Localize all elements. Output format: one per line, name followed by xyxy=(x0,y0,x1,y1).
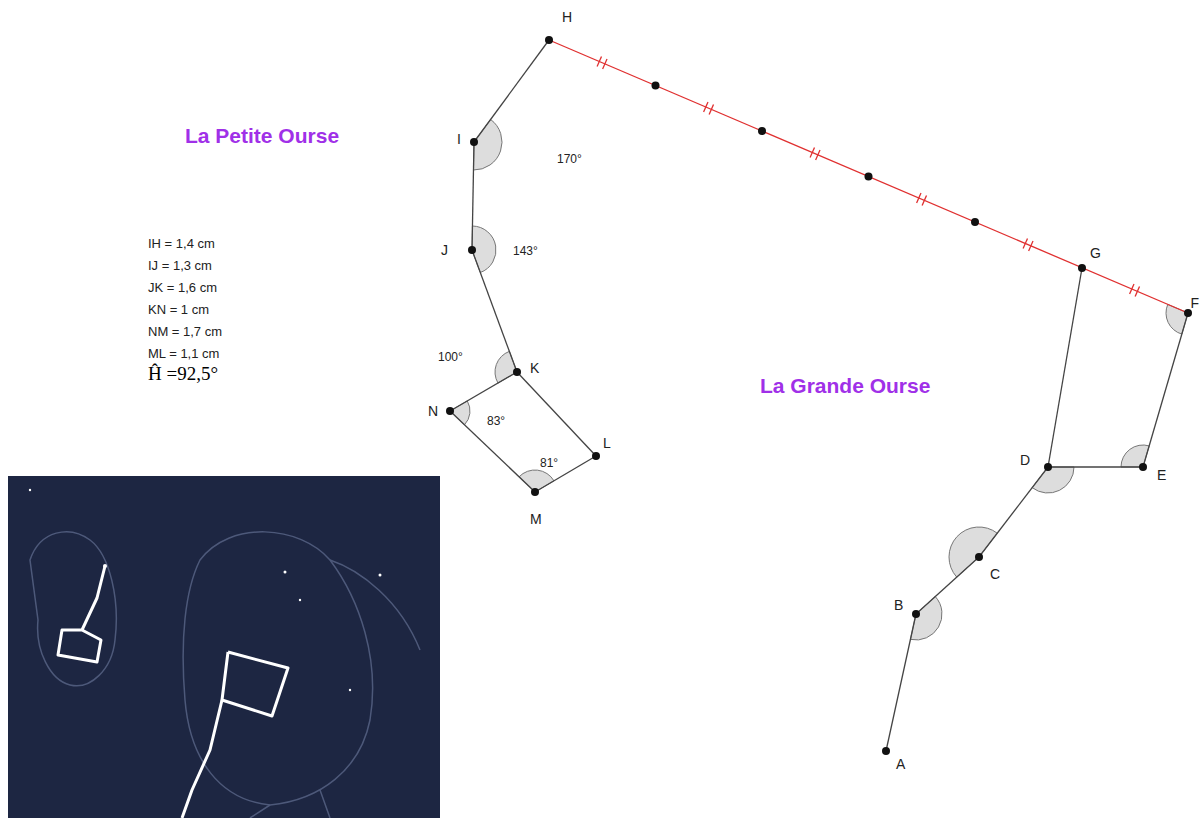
equal-tick xyxy=(922,195,926,205)
equal-tick xyxy=(917,193,921,203)
length-value: ML = 1,1 cm xyxy=(148,347,219,361)
length-value: NM = 1,7 cm xyxy=(148,325,222,339)
division-dot xyxy=(971,218,979,226)
equal-tick xyxy=(709,104,713,114)
star-segment xyxy=(472,250,517,372)
star-dot xyxy=(912,610,920,618)
star-dot xyxy=(975,553,983,561)
star-dot xyxy=(545,36,553,44)
star-letter: A xyxy=(896,757,905,772)
star-letter: D xyxy=(1020,453,1030,468)
equal-tick xyxy=(1023,239,1027,249)
star-segment xyxy=(979,467,1048,557)
equal-tick xyxy=(597,57,601,67)
star-segment xyxy=(450,411,535,492)
pointer-line xyxy=(549,40,1188,313)
angle-value: 143° xyxy=(513,245,538,258)
equal-tick xyxy=(816,150,820,160)
length-value: IJ = 1,3 cm xyxy=(148,259,212,273)
constellation-title: La Petite Ourse xyxy=(185,124,339,147)
equal-tick xyxy=(1029,241,1033,251)
star-letter: H xyxy=(562,10,572,25)
star-segment xyxy=(535,456,596,492)
star-dot xyxy=(513,368,521,376)
angle-mark xyxy=(473,119,502,170)
division-dot xyxy=(865,173,873,181)
star-dot xyxy=(468,246,476,254)
angle-value: 170° xyxy=(557,153,582,166)
star-segment xyxy=(517,372,596,456)
star-segment xyxy=(1048,268,1082,467)
star-dot xyxy=(1139,463,1147,471)
star-letter: M xyxy=(530,512,542,527)
division-dot xyxy=(758,127,766,135)
star-segment xyxy=(474,40,549,142)
equal-tick xyxy=(810,148,814,158)
star-letter: K xyxy=(530,361,539,376)
angle-value: Ĥ =92,5° xyxy=(148,364,218,385)
division-dot xyxy=(652,82,660,90)
equal-tick xyxy=(1135,286,1139,296)
sky-photo xyxy=(8,476,440,818)
star-dot xyxy=(531,488,539,496)
star-dot xyxy=(882,747,890,755)
star-dot xyxy=(1044,463,1052,471)
star-segment xyxy=(1143,313,1188,467)
star-letter: F xyxy=(1190,296,1199,311)
star-segment xyxy=(886,614,916,751)
angle-value: 81° xyxy=(540,457,558,470)
length-value: JK = 1,6 cm xyxy=(148,281,217,295)
constellation-title: La Grande Ourse xyxy=(760,374,930,397)
star-letter: B xyxy=(894,598,903,613)
length-value: KN = 1 cm xyxy=(148,303,209,317)
angle-value: 83° xyxy=(487,415,505,428)
star-letter: G xyxy=(1090,246,1101,261)
length-value: IH = 1,4 cm xyxy=(148,237,215,251)
star-segment xyxy=(472,142,474,250)
star-dot xyxy=(470,138,478,146)
star-segment xyxy=(1048,466,1143,467)
star-segment xyxy=(450,372,517,411)
star-segment xyxy=(916,557,979,614)
star-letter: L xyxy=(603,436,611,451)
equal-tick xyxy=(603,59,607,69)
star-dot xyxy=(1078,264,1086,272)
star-dot xyxy=(592,452,600,460)
star-letter: E xyxy=(1157,468,1166,483)
star-letter: C xyxy=(990,567,1000,582)
star-letter: J xyxy=(441,243,448,258)
equal-tick xyxy=(704,102,708,112)
star-dot xyxy=(446,407,454,415)
equal-tick xyxy=(1130,284,1134,294)
angle-value: 100° xyxy=(438,351,463,364)
star-letter: N xyxy=(428,404,438,419)
star-letter: I xyxy=(457,132,461,147)
